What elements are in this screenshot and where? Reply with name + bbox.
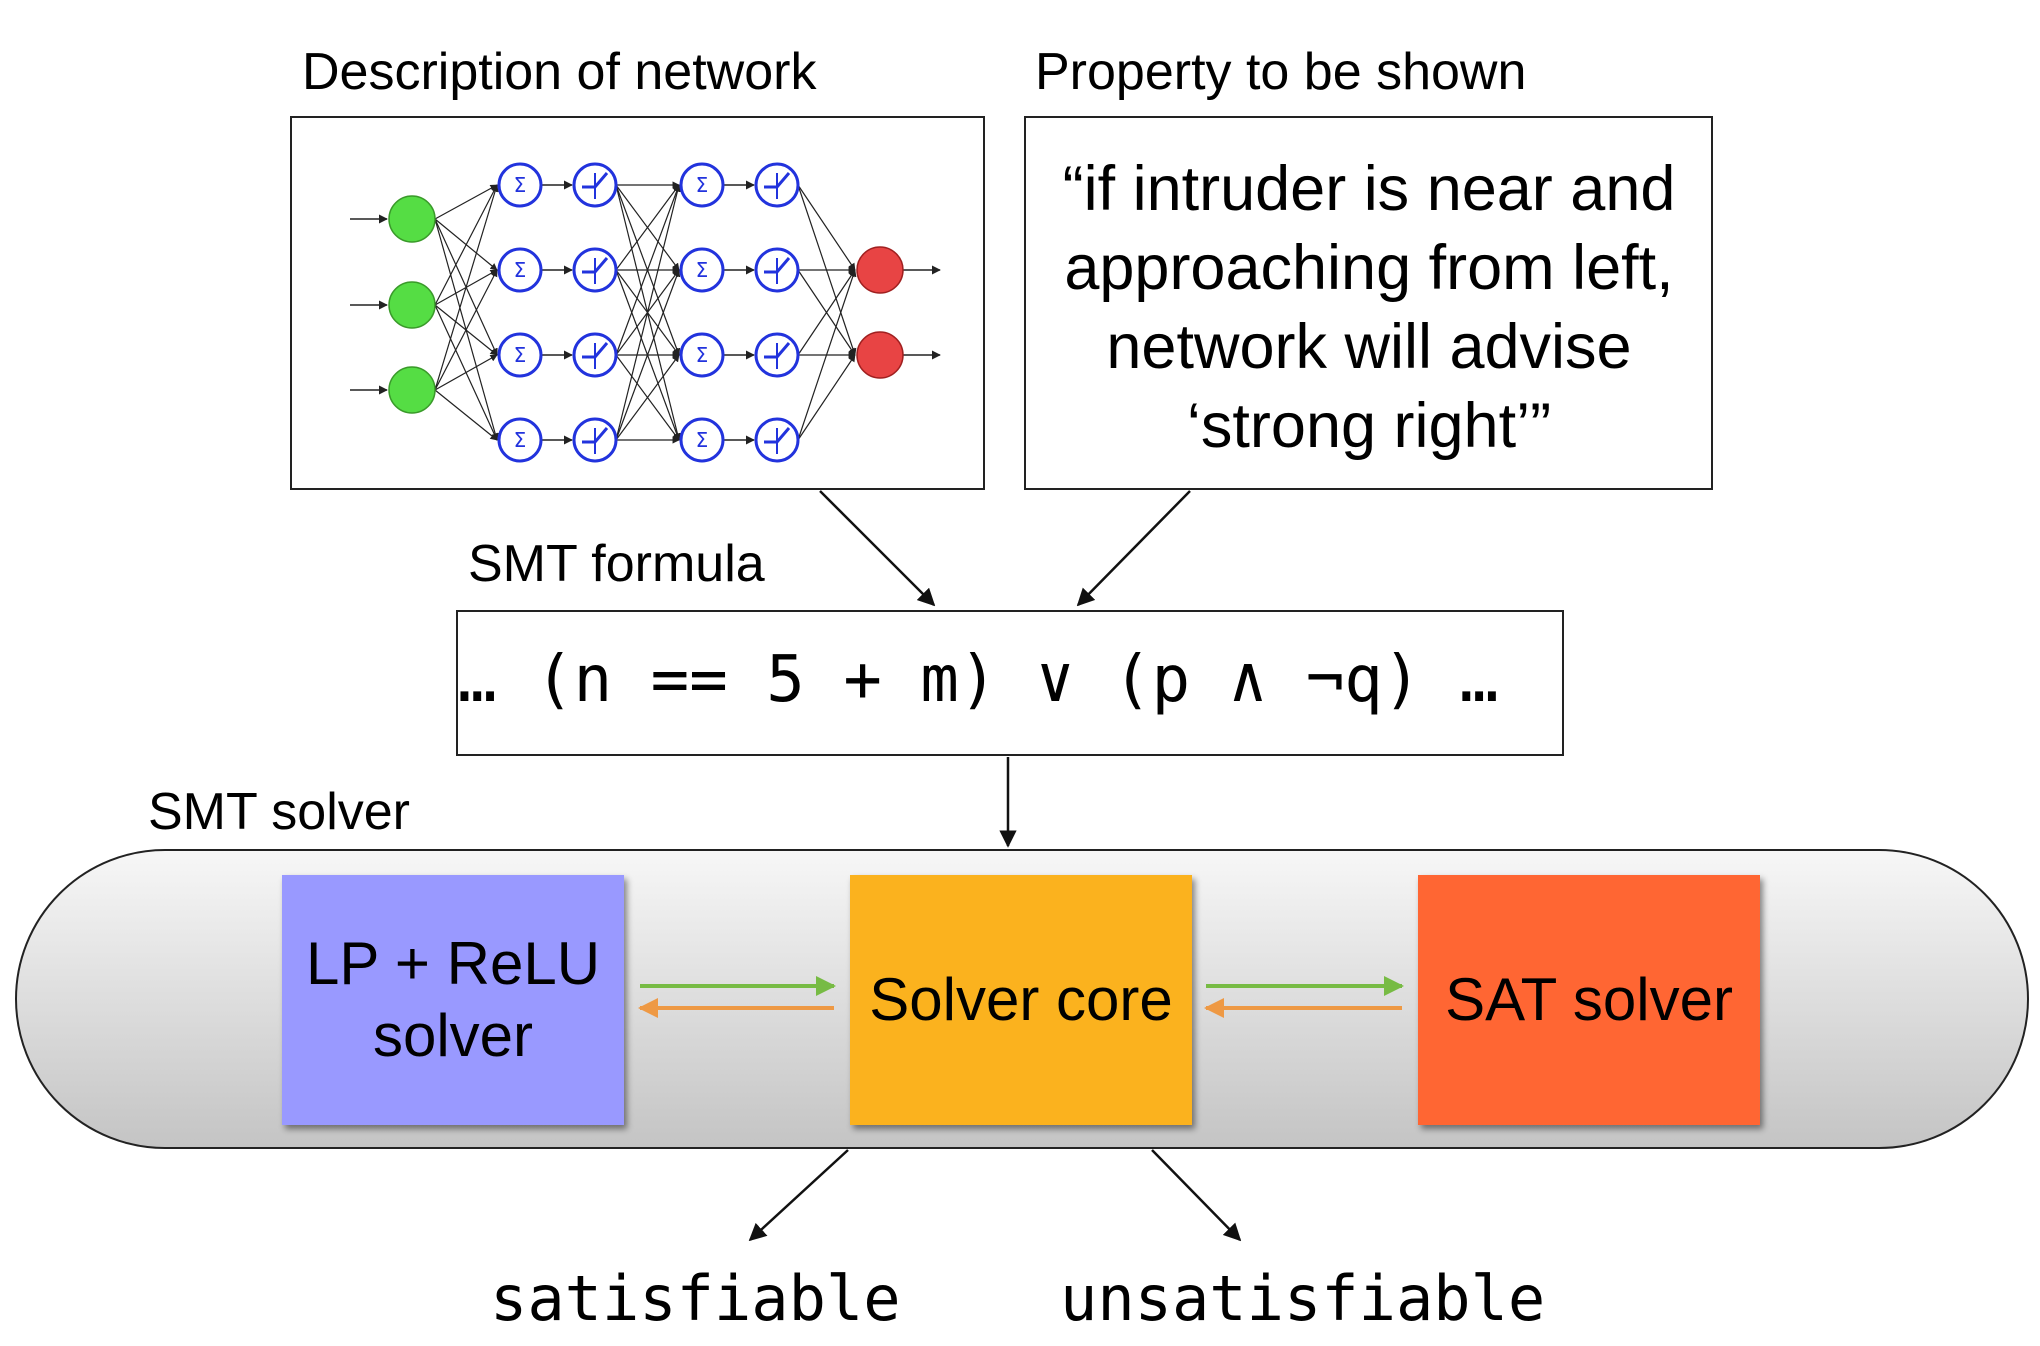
connection-edge [615, 184, 680, 271]
sum-symbol: Σ [696, 258, 709, 282]
property-line: network will advise [1106, 312, 1632, 382]
sum-symbol: Σ [696, 343, 709, 367]
smt-formula-text: … (n == 5 + m) ∨ (p ∧ ¬q) … [458, 643, 1499, 717]
network-description-label: Description of network [302, 43, 817, 101]
connection-edge [615, 184, 681, 356]
sum-node [497, 247, 543, 293]
connection-edge [797, 269, 856, 356]
connection-edge [434, 354, 498, 391]
output-node [856, 246, 904, 294]
sum-symbol: Σ [514, 343, 527, 367]
satisfiable-result: satisfiable [490, 1262, 901, 1335]
output-node [856, 331, 904, 379]
sum-node [679, 162, 725, 208]
solver-core-label: Solver core [869, 966, 1173, 1033]
smt-formula-box [456, 610, 1564, 756]
property-line: “if intruder is near and [1062, 154, 1676, 224]
solver-core-box: Solver core [850, 875, 1192, 1125]
sum-node [679, 417, 725, 463]
connection-edge [434, 389, 498, 441]
sat-solver-box: SAT solver [1418, 875, 1760, 1125]
lp-relu-solver-box: LP + ReLU solver [282, 875, 624, 1125]
connection-edge [434, 184, 498, 306]
sum-symbol: Σ [696, 428, 709, 452]
property-line: approaching from left, [1064, 233, 1674, 303]
sum-node [679, 247, 725, 293]
sum-symbol: Σ [696, 173, 709, 197]
property-line: ‘strong right’” [1186, 391, 1552, 461]
arrow-to-satisfiable [748, 1149, 849, 1242]
property-text: “if intruder is near and approaching fro… [1027, 150, 1711, 466]
arrow-to-unsatisfiable [1151, 1149, 1242, 1242]
lp-solver-label-line: LP + ReLU [305, 930, 601, 997]
lp-solver-label-line: solver [372, 1002, 534, 1069]
smt-formula-label: SMT formula [468, 535, 765, 593]
sum-symbol: Σ [514, 173, 527, 197]
property-label: Property to be shown [1035, 43, 1527, 101]
input-node [388, 366, 436, 414]
neural-network-diagram: Σ Σ Σ Σ Σ Σ Σ Σ [350, 162, 941, 463]
sum-symbol: Σ [514, 428, 527, 452]
connection-edge [797, 184, 856, 271]
arrow-property-to-formula [1076, 490, 1191, 607]
input-node [388, 195, 436, 243]
sat-solver-label: SAT solver [1445, 966, 1733, 1033]
connection-edge [797, 354, 856, 441]
connection-edge [615, 269, 681, 441]
connection-edge [797, 269, 857, 441]
sum-node [497, 332, 543, 378]
connection-edge [434, 184, 498, 220]
connection-edge [434, 184, 499, 391]
connection-edge [615, 354, 680, 441]
connection-edge [615, 184, 681, 441]
input-node [388, 281, 436, 329]
sum-node [679, 332, 725, 378]
sum-node [497, 162, 543, 208]
unsatisfiable-result: unsatisfiable [1060, 1262, 1546, 1335]
sum-node [497, 417, 543, 463]
smt-solver-label: SMT solver [148, 783, 410, 841]
property-box [1024, 116, 1713, 490]
arrow-network-to-formula [819, 490, 936, 607]
connection-edge [434, 269, 498, 391]
sum-symbol: Σ [514, 258, 527, 282]
